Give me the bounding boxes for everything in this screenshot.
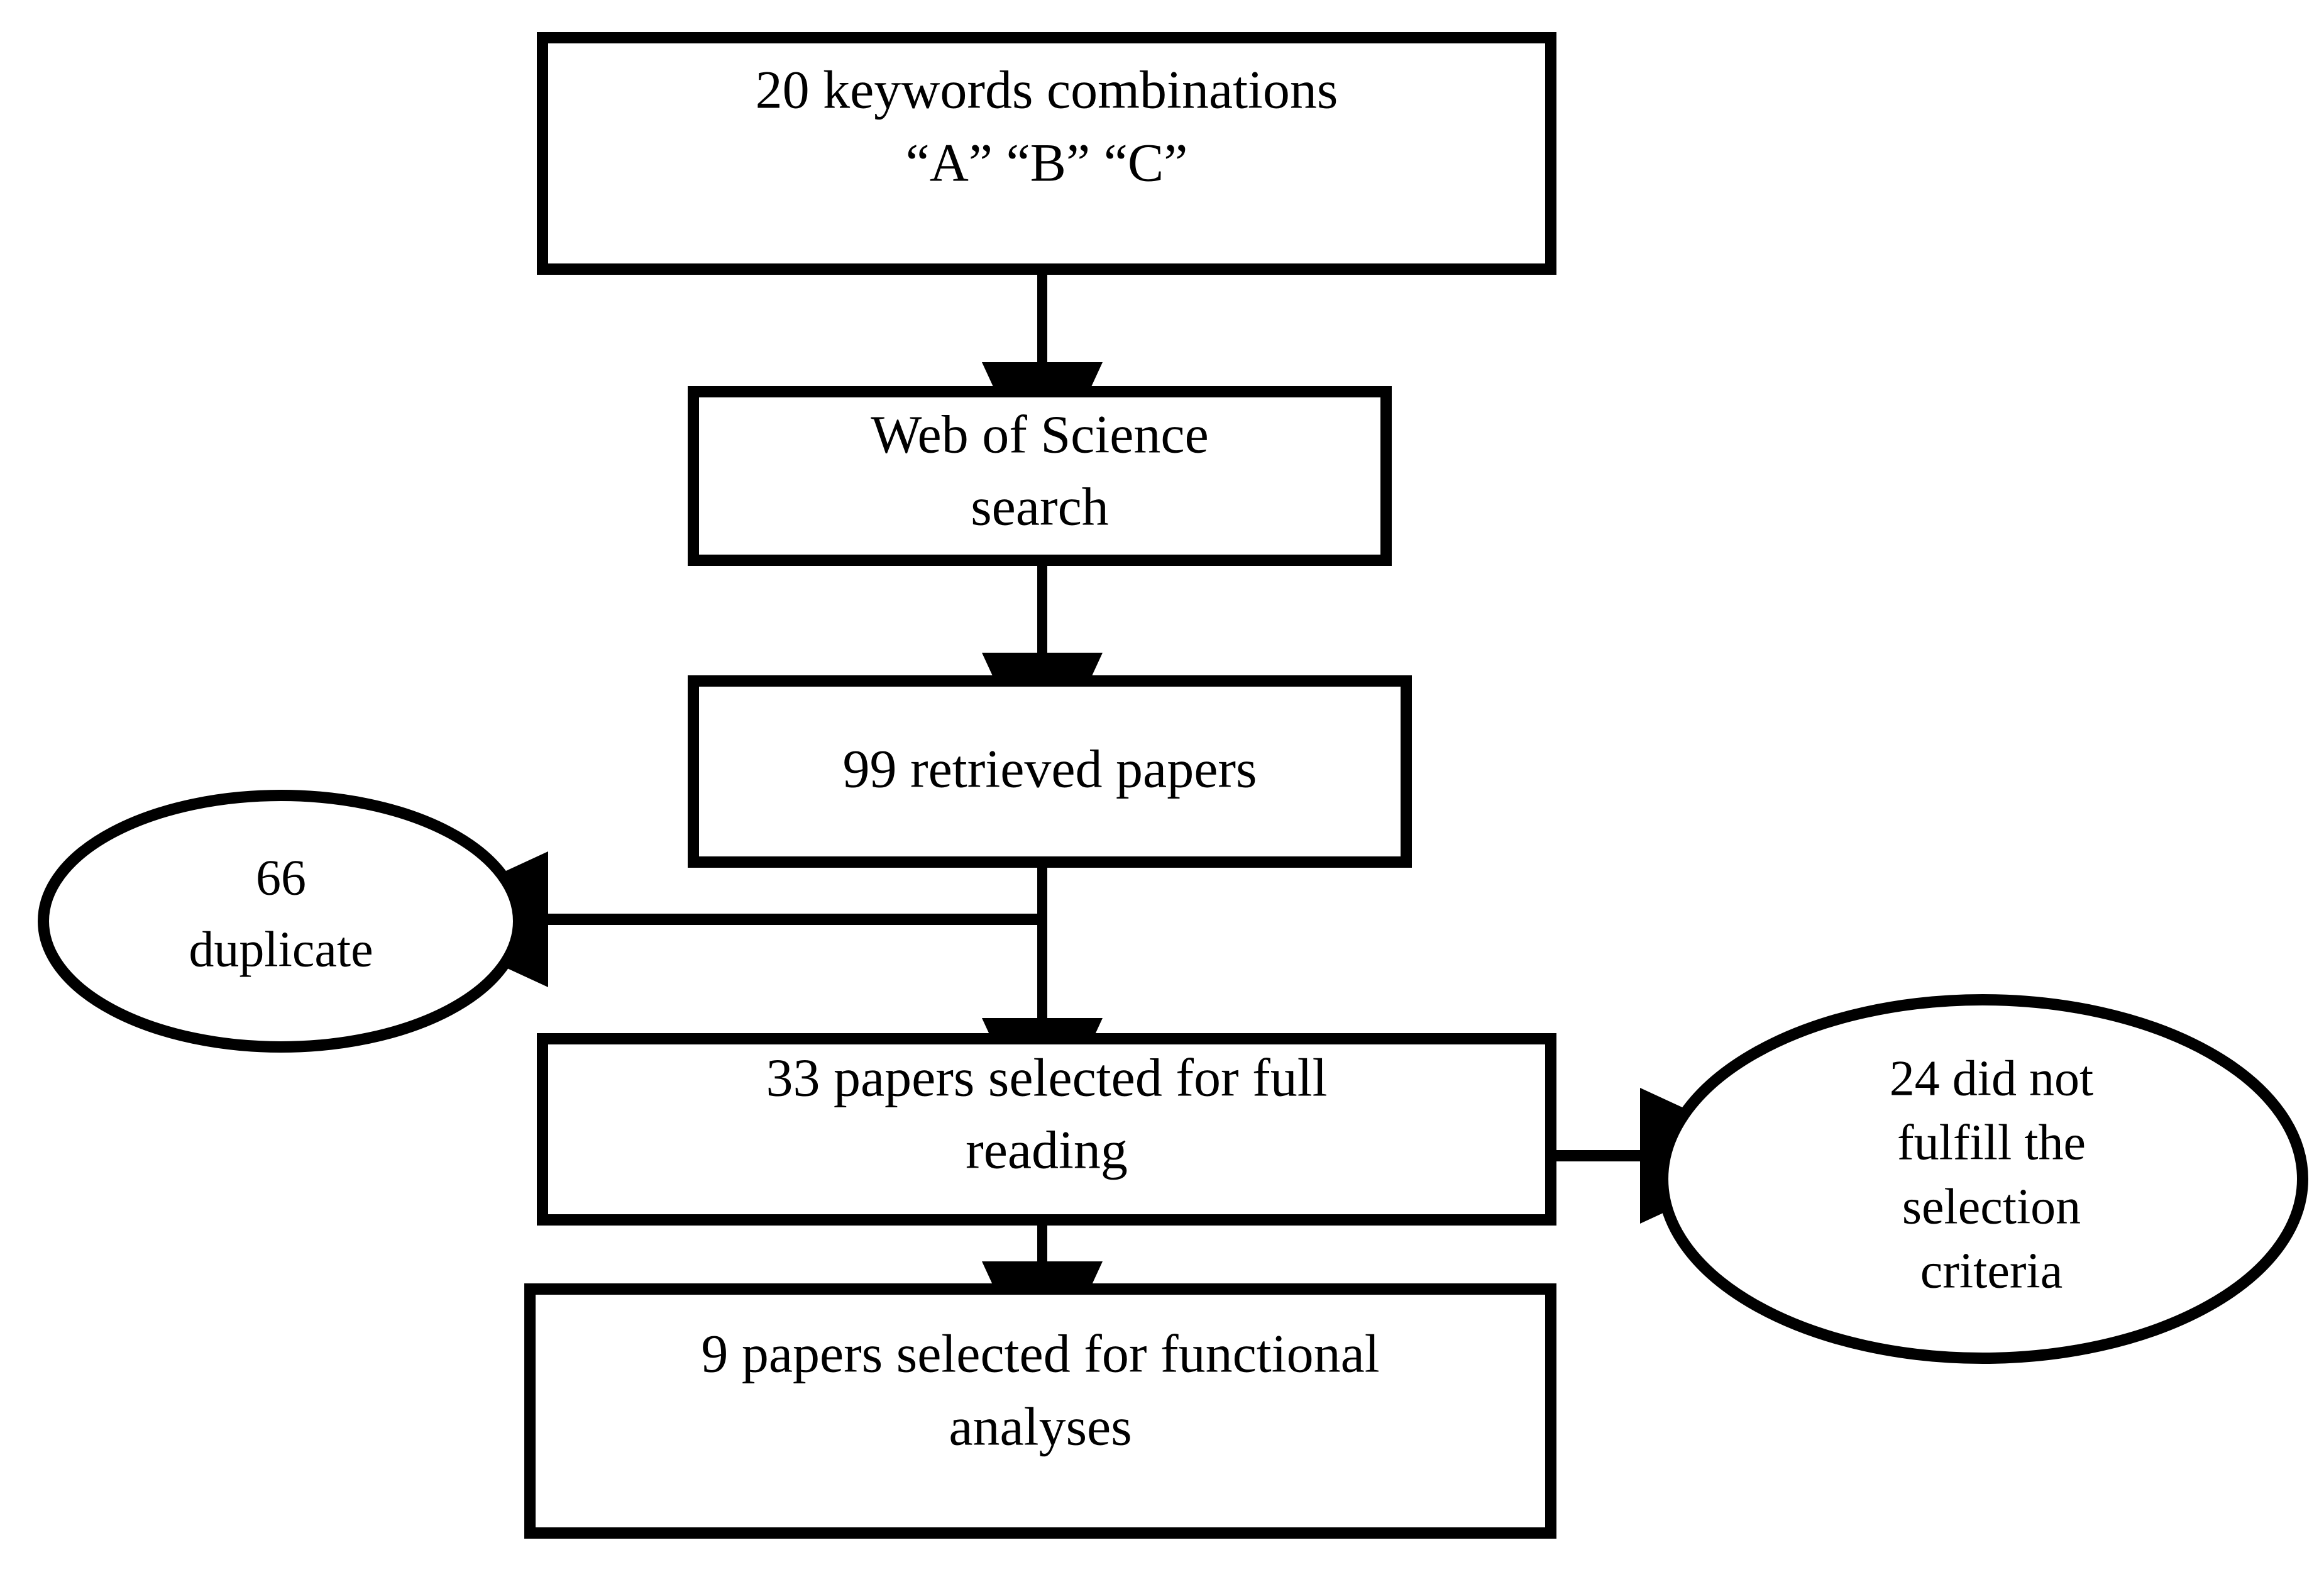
node-duplicates[interactable]: 66 duplicate [38, 790, 524, 1053]
node-keywords-line-2: “A” “B” “C” [906, 133, 1188, 193]
node-not-fulfilled-line-1: 24 did not [1890, 1051, 2093, 1106]
node-wos-search-shape [688, 386, 1392, 566]
node-full-reading-line-2: reading [966, 1120, 1128, 1180]
node-duplicates-line-1: 66 [256, 850, 306, 905]
node-keywords-line-1: 20 keywords combinations [756, 60, 1338, 120]
node-not-fulfilled-shape [1657, 994, 2308, 1364]
node-full-reading[interactable]: 33 papers selected for full reading [537, 1033, 1556, 1226]
node-functional-shape [524, 1283, 1556, 1539]
node-functional-line-1: 9 papers selected for functional [701, 1324, 1379, 1384]
node-wos-search-line-2: search [971, 477, 1109, 537]
node-wos-search-line-1: Web of Science [871, 404, 1209, 465]
node-duplicates-shape [38, 790, 524, 1053]
node-functional[interactable]: 9 papers selected for functional analyse… [524, 1283, 1556, 1539]
node-not-fulfilled-line-3: selection [1902, 1179, 2081, 1234]
node-retrieved-shape [688, 675, 1412, 868]
node-not-fulfilled[interactable]: 24 did not fulfill the selection criteri… [1657, 994, 2308, 1364]
node-keywords-shape [537, 32, 1556, 275]
node-functional-line-2: analyses [949, 1397, 1132, 1457]
node-wos-search[interactable]: Web of Science search [688, 386, 1392, 566]
node-not-fulfilled-line-2: fulfill the [1897, 1115, 2086, 1170]
node-full-reading-line-1: 33 papers selected for full [766, 1048, 1327, 1108]
node-duplicates-line-2: duplicate [189, 922, 373, 977]
node-retrieved-line-1: 99 retrieved papers [842, 739, 1257, 799]
node-keywords[interactable]: 20 keywords combinations “A” “B” “C” [537, 32, 1556, 275]
node-full-reading-shape [537, 1033, 1556, 1226]
node-retrieved[interactable]: 99 retrieved papers [688, 675, 1412, 868]
node-not-fulfilled-line-4: criteria [1920, 1243, 2062, 1298]
